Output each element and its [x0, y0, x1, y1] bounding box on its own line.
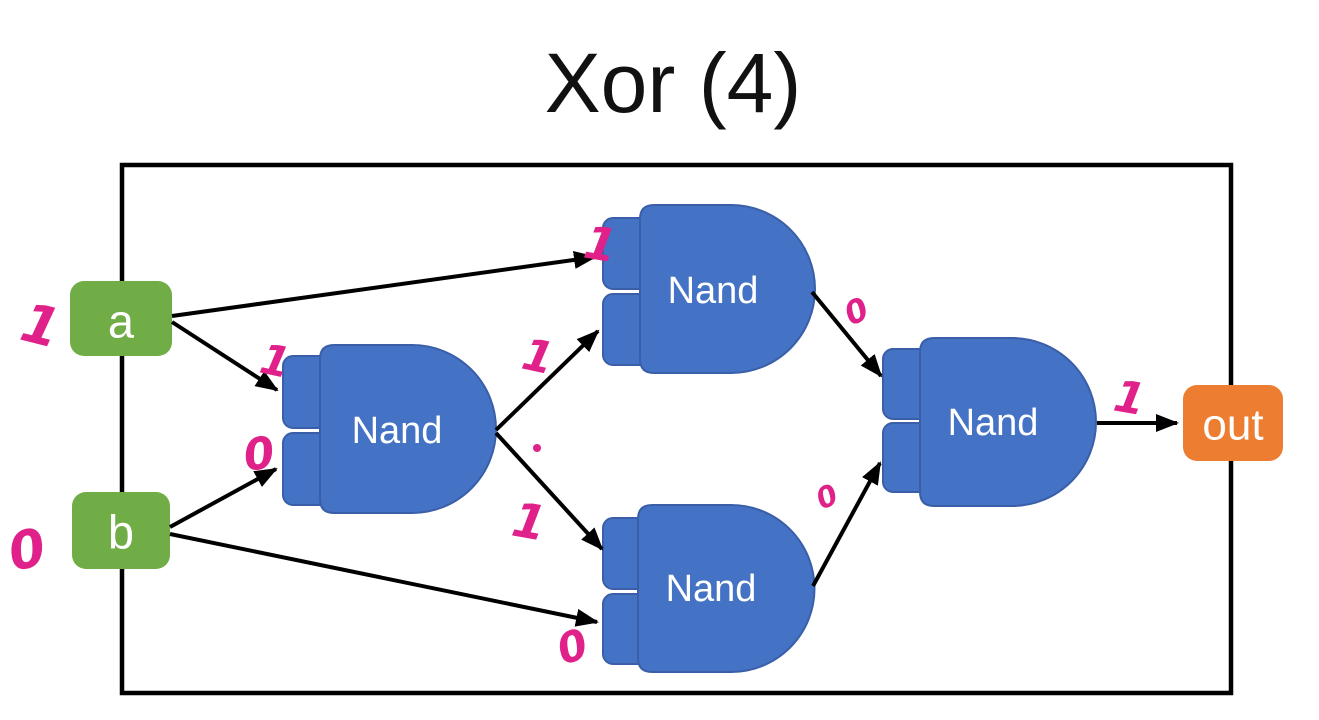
- nand-gate-3: Nand: [602, 504, 816, 673]
- annotation-a-value: 1: [15, 290, 67, 360]
- nand4-body: [919, 337, 1097, 507]
- output-box: out: [1183, 385, 1283, 461]
- diagram-title: Xor (4): [545, 36, 802, 130]
- input-a-label: a: [108, 295, 135, 348]
- annotation-out-value: 1: [1110, 371, 1149, 427]
- input-b-label: b: [108, 506, 134, 559]
- annotation-stray-dot: [533, 444, 541, 452]
- nand3-label: Nand: [666, 568, 757, 610]
- wire-nand3-to-nand4: [811, 461, 882, 587]
- nand2-body: [639, 204, 816, 374]
- input-a-box: [70, 281, 172, 356]
- wire-nand1-to-nand3: [494, 431, 604, 551]
- wire-b-to-nand1: [169, 467, 278, 529]
- annotation-nand1-in-bottom: 0: [240, 427, 277, 482]
- input-box-a: a: [70, 281, 172, 356]
- wire-a-to-nand2: [171, 250, 597, 318]
- nand1-label: Nand: [352, 410, 443, 452]
- wire-b-to-nand3: [169, 532, 599, 627]
- wire-nand2-to-nand4: [810, 290, 883, 378]
- annotation-nand3-in-top: 1: [508, 492, 551, 553]
- annotation-nand3-out: 0: [811, 477, 844, 516]
- nand-gate-2: Nand: [602, 204, 816, 374]
- input-box-b: b: [72, 492, 170, 569]
- wire-nand1-to-nand2: [494, 329, 600, 432]
- nand3-body: [637, 504, 816, 673]
- annotation-nand3-in-bottom: 0: [551, 619, 594, 675]
- output-out-label: out: [1202, 401, 1263, 450]
- wire-a-to-nand1: [170, 320, 279, 392]
- annotation-b-value: 0: [3, 518, 51, 584]
- nand-gate-1: Nand: [282, 344, 497, 514]
- nand4-label: Nand: [948, 402, 1039, 444]
- nand2-label: Nand: [668, 270, 759, 312]
- output-out-box: [1183, 385, 1283, 461]
- annotation-nand2-out: 0: [838, 289, 874, 333]
- nand-gate-4: Nand: [882, 337, 1097, 507]
- input-b-box: [72, 492, 170, 569]
- nand1-body: [319, 344, 497, 514]
